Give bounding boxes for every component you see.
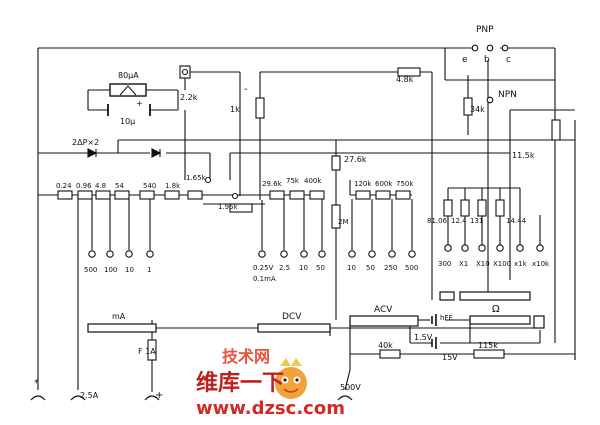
fn-ohm: Ω: [492, 304, 500, 315]
terminal-2-5a: 2.5A: [80, 391, 99, 400]
fn-acv: ACV: [374, 305, 393, 315]
terminals: [30, 395, 353, 401]
diode-label: 2ΔP×2: [72, 138, 99, 147]
r-34k-label: 34k: [470, 105, 485, 114]
meter-movement: [109, 83, 147, 97]
pin-b: b: [484, 55, 490, 65]
chain-label-6: 1.65k: [186, 174, 207, 182]
npn-label: NPN: [498, 90, 517, 100]
r-27-6k-label: 27.6k: [344, 155, 367, 164]
acv-label-0: 120k: [354, 180, 372, 188]
meter-label: 80μA: [118, 71, 139, 80]
range-ohm-4: x1k: [514, 260, 528, 268]
diodes: [87, 148, 162, 158]
watermark: 技术网 维库一下 www.dzsc.com: [196, 347, 345, 419]
cap-label: 10μ: [120, 117, 135, 126]
acv-label-2: 750k: [396, 180, 414, 188]
range-dcv-1: 2.5: [279, 264, 290, 272]
r-115k-label: 115k: [478, 341, 498, 350]
watermark-title: 维库一下: [196, 370, 284, 396]
battery-15v: 15V: [442, 353, 458, 362]
range-ma-0: 500: [84, 266, 97, 274]
acv-label-1: 600k: [375, 180, 393, 188]
chain-label-2: 4.8: [95, 182, 106, 190]
dcv-label-1: 75k: [286, 177, 300, 185]
chain-label-4: 540: [143, 182, 156, 190]
shunt-label: 1.95k: [218, 203, 239, 211]
r-2m-label: 2M: [338, 218, 349, 226]
pnp-label: PNP: [476, 25, 494, 35]
terminal-common: *: [34, 378, 39, 389]
dcv-label-0: 29.6k: [262, 180, 283, 188]
range-contacts: [88, 44, 544, 258]
ohm-r-3: 14.44: [506, 217, 527, 225]
r-4-8k-label: 4.8k: [396, 75, 414, 84]
fn-dcv: DCV: [282, 312, 302, 322]
capacitor-10u: [107, 104, 151, 116]
range-ohm-1: X1: [459, 260, 468, 268]
r-40k-label: 40k: [378, 341, 393, 350]
range-ohm-2: X10: [476, 260, 490, 268]
cap-plus: +: [136, 99, 143, 108]
range-acv-0: 10: [347, 264, 356, 272]
ohm-r-2: 131: [470, 217, 483, 225]
terminal-500v: 500V: [340, 383, 361, 392]
range-ohm-3: X100: [493, 260, 511, 268]
watermark-top: 技术网: [222, 347, 270, 366]
r-11-5k-label: 11.5k: [512, 151, 535, 160]
function-switch: [87, 291, 545, 349]
terminal-plus: +: [155, 390, 163, 401]
ohm-r-1: 12.4: [451, 217, 467, 225]
chain-label-0: 0.24: [56, 182, 72, 190]
range-acv-2: 250: [384, 264, 397, 272]
dcv-label-2: 400k: [304, 177, 322, 185]
range-dcv-2: 10: [299, 264, 308, 272]
range-acv-1: 50: [366, 264, 375, 272]
chain-label-3: 54: [115, 182, 124, 190]
range-ma-2: 10: [125, 266, 134, 274]
range-acv-3: 500: [405, 264, 418, 272]
chain-label-1: 0.96: [76, 182, 92, 190]
r-1k-label: 1k: [230, 105, 240, 114]
fn-hfe: hFE: [440, 314, 453, 322]
fuse-label: F 1A: [138, 347, 156, 356]
pin-e: e: [462, 55, 468, 65]
range-ohm-0: 300: [438, 260, 451, 268]
range-ma-1: 100: [104, 266, 117, 274]
range-dcv-bottom: 0.1mA: [253, 275, 276, 283]
mascot-icon: [275, 358, 307, 399]
range-ohm-5: x10k: [532, 260, 550, 268]
resistors: [57, 65, 561, 361]
r-2-2k-label: 2.2k: [180, 93, 198, 102]
range-dcv-0: 0.25V: [253, 264, 274, 272]
watermark-url: www.dzsc.com: [196, 398, 345, 419]
ohm-r-0: 81.06: [427, 217, 448, 225]
meter-minus: -: [244, 84, 248, 95]
battery-1-5v: 1.5V: [414, 333, 433, 342]
range-ma-3: 1: [147, 266, 151, 274]
fn-ma: mA: [112, 312, 126, 321]
range-dcv-3: 50: [316, 264, 325, 272]
pin-c: c: [506, 55, 511, 65]
chain-label-5: 1.8k: [165, 182, 181, 190]
